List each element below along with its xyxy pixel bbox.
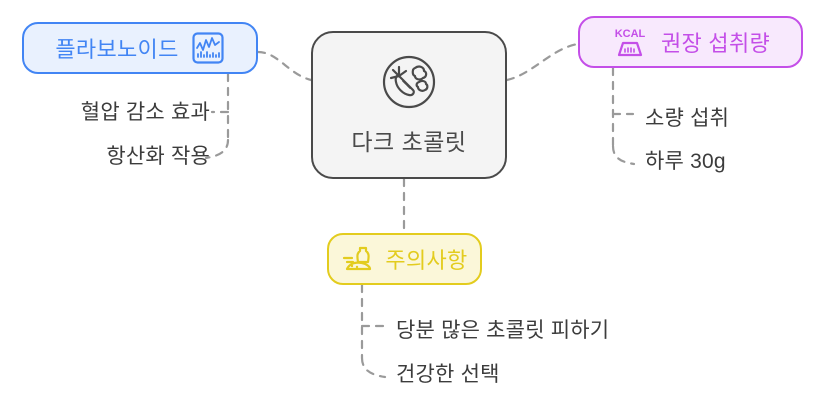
connector-leaf-daily	[611, 144, 636, 166]
connector-center-intake	[505, 42, 580, 82]
leaf-caution-avoid-sugary: 당분 많은 초콜릿 피하기	[396, 319, 610, 342]
kcal-scale-icon: KCAL	[611, 24, 649, 60]
branch-node-flavonoid[interactable]: 플라보노이드	[22, 22, 258, 74]
leaf-flavonoid-blood-pressure: 혈압 감소 효과	[80, 101, 210, 124]
chart-graph-icon	[191, 31, 225, 65]
branch-label-flavonoid: 플라보노이드	[55, 37, 179, 62]
leaf-intake-small-amount: 소량 섭취	[645, 107, 730, 130]
vegetables-circle-icon	[381, 54, 437, 115]
svg-text:KCAL: KCAL	[615, 28, 646, 40]
spilling-jar-icon	[341, 242, 375, 276]
center-node-label: 다크 초콜릿	[351, 128, 467, 155]
branch-node-intake[interactable]: KCAL 권장 섭취량	[578, 16, 803, 68]
branch-node-caution[interactable]: 주의사항	[327, 233, 482, 285]
leaf-intake-daily-30g: 하루 30g	[645, 150, 726, 173]
center-node[interactable]: 다크 초콜릿	[311, 31, 507, 179]
leaf-caution-healthy-choice: 건강한 선택	[396, 363, 500, 386]
branch-label-caution: 주의사항	[385, 248, 468, 273]
connector-flavonoid-center	[256, 50, 313, 82]
connector-leaf-healthy	[360, 356, 387, 379]
branch-label-intake: 권장 섭취량	[660, 31, 771, 56]
leaf-flavonoid-antioxidant: 항산화 작용	[106, 145, 210, 168]
